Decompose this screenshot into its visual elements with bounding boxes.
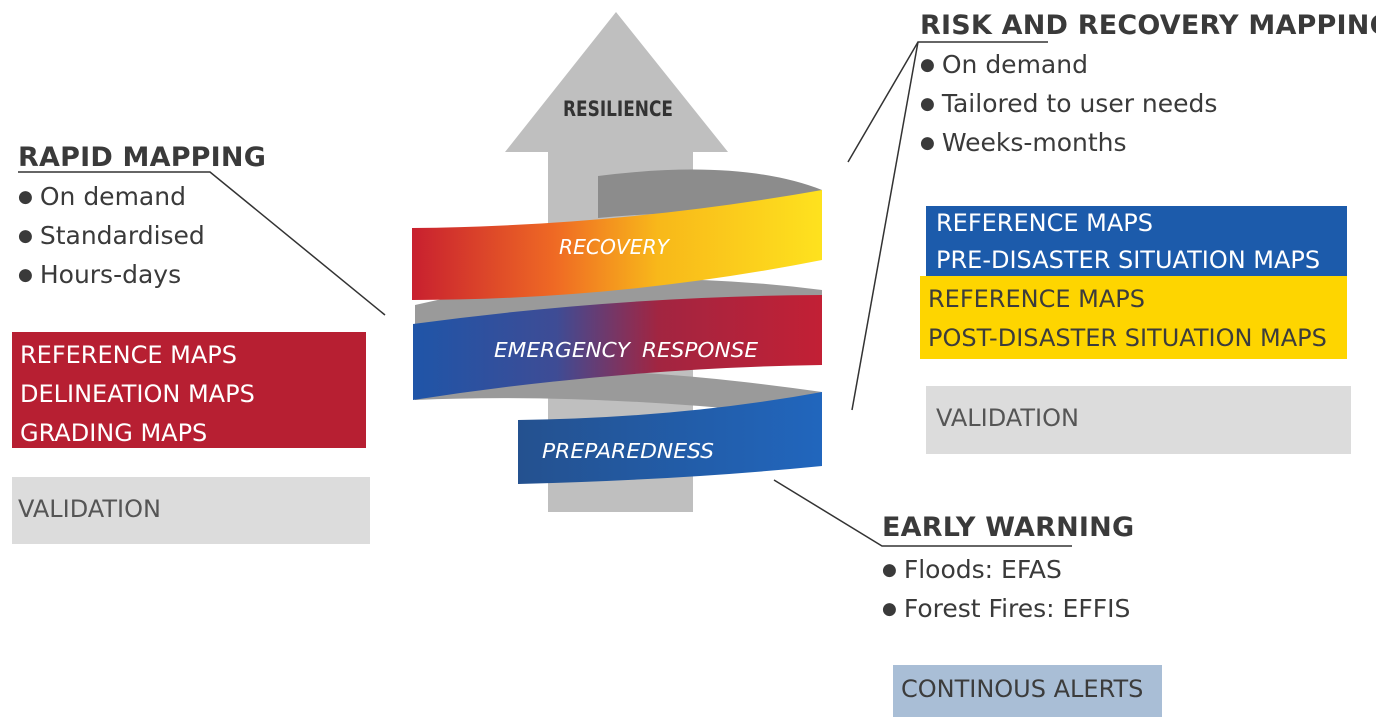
recovery-label: RECOVERY: [559, 235, 671, 259]
alerts-label: CONTINOUS ALERTS: [901, 675, 1144, 703]
preparedness-band: [518, 392, 822, 484]
continuous-alerts-box: CONTINOUS ALERTS: [893, 665, 1162, 717]
list-item: On demand: [18, 177, 205, 216]
list-item: Hours-days: [18, 255, 205, 294]
list-item: Floods: EFAS: [882, 550, 1130, 589]
list-item: PRE-DISASTER SITUATION MAPS: [936, 246, 1321, 274]
rapid-mapping-connector: [18, 171, 386, 316]
risk-recovery-connector-bottom: [851, 41, 919, 411]
validation-label: VALIDATION: [18, 495, 161, 523]
rapid-mapping-maps-box: REFERENCE MAPS DELINEATION MAPS GRADING …: [12, 332, 366, 448]
emergency-response-band: [413, 295, 822, 400]
list-item: Weeks-months: [920, 123, 1217, 162]
early-warning-connector: [773, 479, 1072, 547]
list-item: POST-DISASTER SITUATION MAPS: [928, 324, 1327, 352]
early-warning-title: EARLY WARNING: [882, 512, 1135, 543]
risk-recovery-title: RISK AND RECOVERY MAPPING: [920, 10, 1376, 41]
list-item: Tailored to user needs: [920, 84, 1218, 123]
post-disaster-maps-box: REFERENCE MAPS POST-DISASTER SITUATION M…: [920, 276, 1347, 359]
pre-disaster-maps-box: REFERENCE MAPS PRE-DISASTER SITUATION MA…: [926, 206, 1347, 276]
list-item: On demand: [920, 45, 1217, 84]
rapid-mapping-validation-box: VALIDATION: [12, 477, 370, 544]
validation-label: VALIDATION: [936, 404, 1079, 432]
resilience-label: RESILIENCE: [563, 97, 673, 121]
response-label: RESPONSE: [642, 338, 758, 362]
rapid-mapping-title: RAPID MAPPING: [18, 142, 267, 173]
list-item: REFERENCE MAPS: [936, 209, 1153, 237]
risk-recovery-bullets: On demand Tailored to user needs Weeks-m…: [920, 45, 1218, 162]
risk-recovery-validation-box: VALIDATION: [926, 386, 1351, 454]
recovery-band: [412, 190, 822, 300]
list-item: GRADING MAPS: [20, 419, 208, 447]
list-item: Standardised: [18, 216, 205, 255]
list-item: Forest Fires: EFFIS: [882, 589, 1130, 628]
early-warning-bullets: Floods: EFAS Forest Fires: EFFIS: [882, 550, 1130, 628]
list-item: DELINEATION MAPS: [20, 380, 255, 408]
rapid-mapping-bullets: On demand Standardised Hours-days: [18, 177, 205, 294]
list-item: REFERENCE MAPS: [20, 341, 237, 369]
preparedness-label: PREPAREDNESS: [542, 439, 714, 463]
list-item: REFERENCE MAPS: [928, 285, 1145, 313]
emergency-label: EMERGENCY: [494, 338, 632, 362]
